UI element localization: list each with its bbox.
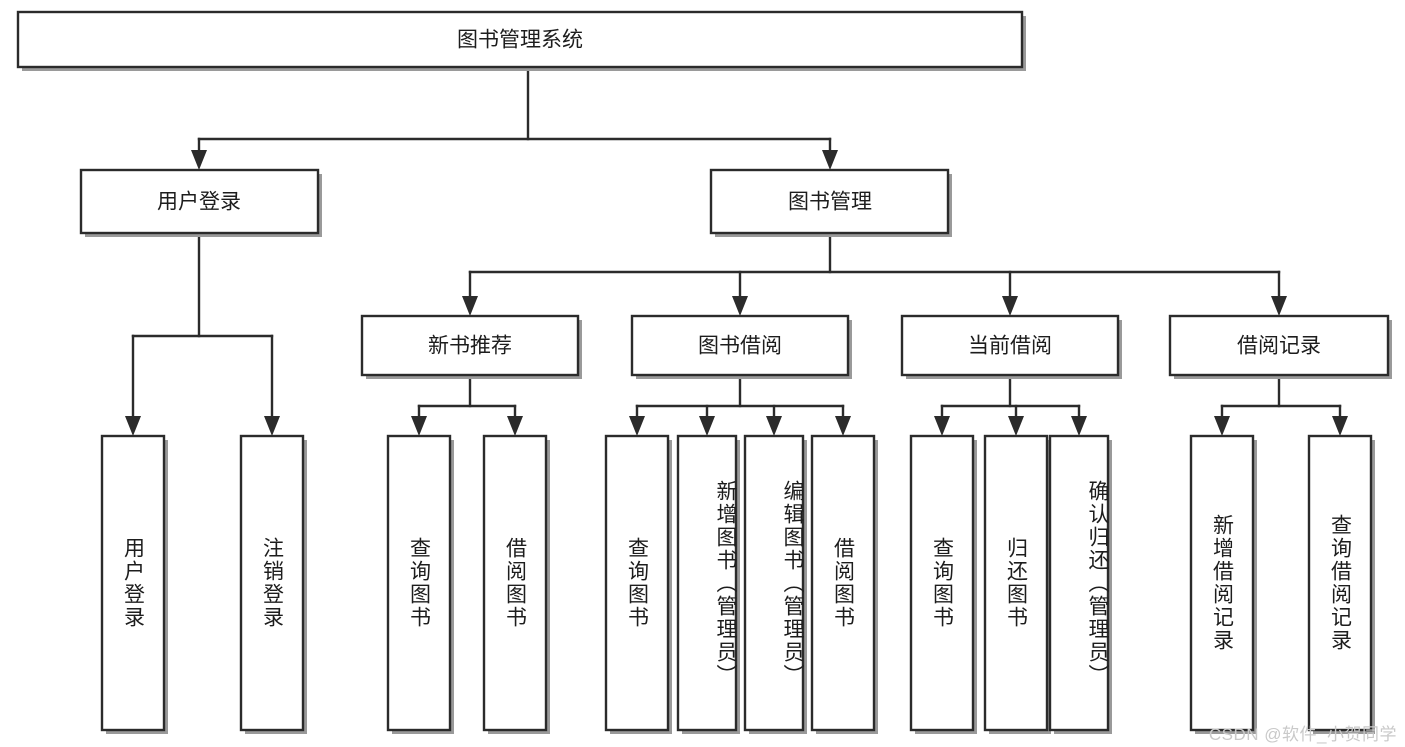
arrowhead-book-manage	[822, 150, 838, 170]
node-book-borrow[interactable]: 图书借阅	[630, 314, 852, 379]
node-user-login-box[interactable]	[79, 168, 320, 235]
arrowhead-leaf-user-login	[125, 416, 141, 436]
node-book-borrow-label: 图书借阅	[698, 335, 782, 358]
arrowhead-current-borrow	[1002, 296, 1018, 316]
node-book-borrow-box[interactable]	[630, 314, 850, 377]
leaf-confirm-return-box[interactable]	[1048, 434, 1110, 732]
node-book-manage[interactable]: 图书管理	[709, 168, 952, 237]
node-book-manage-box[interactable]	[709, 168, 950, 235]
leaf-query-book-2-box[interactable]	[604, 434, 670, 732]
node-user-login[interactable]: 用户登录	[79, 168, 322, 237]
arrowhead-leaf-borrow-book-2	[835, 416, 851, 436]
node-current-borrow-label: 当前借阅	[968, 335, 1052, 358]
node-new-book-rec-label: 新书推荐	[428, 335, 512, 358]
node-borrow-record[interactable]: 借阅记录	[1168, 314, 1392, 379]
node-root[interactable]: 图书管理系统	[16, 10, 1026, 71]
arrowhead-leaf-add-book	[699, 416, 715, 436]
arrowhead-leaf-add-record	[1214, 416, 1230, 436]
node-user-login-label: 用户登录	[157, 191, 241, 214]
leaf-borrow-book-1-box[interactable]	[482, 434, 548, 732]
node-borrow-record-box[interactable]	[1168, 314, 1390, 377]
leaf-edit-book-box[interactable]	[743, 434, 805, 732]
arrowhead-leaf-query-record	[1332, 416, 1348, 436]
arrowhead-leaf-logout	[264, 416, 280, 436]
node-current-borrow-box[interactable]	[900, 314, 1120, 377]
arrowhead-user-login	[191, 150, 207, 170]
arrowhead-leaf-query-book-1	[411, 416, 427, 436]
leaf-query-book-1-box[interactable]	[386, 434, 452, 732]
arrowhead-leaf-edit-book	[766, 416, 782, 436]
arrowhead-leaf-confirm-return	[1071, 416, 1087, 436]
csdn-watermark: CSDN @软件_小贺同学	[1208, 725, 1397, 744]
node-root-label: 图书管理系统	[457, 29, 583, 52]
connector-layer	[125, 65, 1348, 436]
leaf-user-login-box[interactable]	[100, 434, 166, 732]
arrowhead-leaf-query-book-3	[934, 416, 950, 436]
arrowhead-book-borrow	[732, 296, 748, 316]
node-layer: 图书管理系统 用户登录 图书管理 新书推荐	[16, 10, 1392, 734]
leaf-return-book-box[interactable]	[983, 434, 1049, 732]
arrowhead-leaf-query-book-2	[629, 416, 645, 436]
leaf-add-record-box[interactable]	[1189, 434, 1255, 732]
leaf-borrow-book-2-box[interactable]	[810, 434, 876, 732]
node-new-book-rec-box[interactable]	[360, 314, 580, 377]
node-new-book-rec[interactable]: 新书推荐	[360, 314, 582, 379]
arrowhead-borrow-record	[1271, 296, 1287, 316]
arrowhead-leaf-return-book	[1008, 416, 1024, 436]
leaf-add-book-box[interactable]	[676, 434, 738, 732]
node-book-manage-label: 图书管理	[788, 191, 872, 214]
node-root-box[interactable]	[16, 10, 1024, 69]
leaf-query-book-3-box[interactable]	[909, 434, 975, 732]
leaf-query-record-box[interactable]	[1307, 434, 1373, 732]
arrowhead-leaf-borrow-book-1	[507, 416, 523, 436]
leaf-node-boxes	[100, 434, 1375, 734]
arrowhead-new-book-rec	[462, 296, 478, 316]
leaf-logout-box[interactable]	[239, 434, 305, 732]
node-borrow-record-label: 借阅记录	[1237, 335, 1321, 358]
node-current-borrow[interactable]: 当前借阅	[900, 314, 1122, 379]
